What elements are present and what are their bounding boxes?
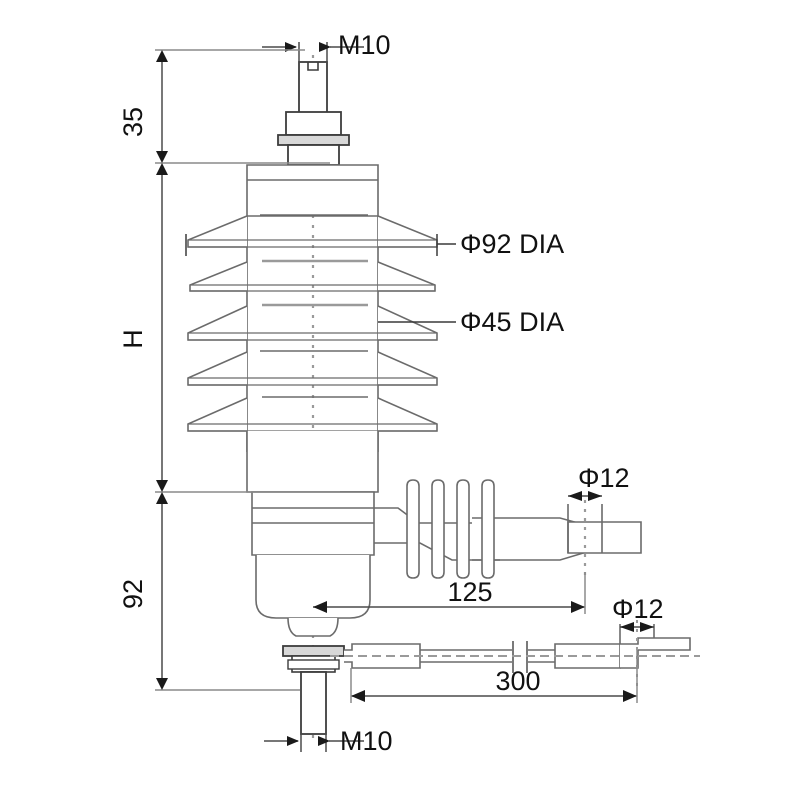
shed-major-dia-label: Φ92 DIA [460, 229, 564, 259]
bottom-terminal-stud [282, 645, 345, 735]
shed-minor-dia-label: Φ45 DIA [460, 307, 564, 337]
insulator-height-label: H [118, 329, 148, 349]
bottom-thread-label: M10 [340, 726, 393, 756]
bracket-length-label: 300 [495, 666, 540, 696]
top-thread-label: M10 [338, 30, 391, 60]
lower-height-label: 92 [118, 579, 148, 609]
arm-length-label: 125 [447, 577, 492, 607]
bracket-hole-dia-label: Φ12 [612, 594, 664, 624]
side-arm [406, 479, 642, 579]
top-terminal-stud [277, 61, 350, 166]
dimension-labels: M10 35 H Φ92 DIA Φ45 DIA Φ12 125 Φ12 92 … [118, 30, 664, 756]
insulator-housing [187, 164, 438, 493]
dimension-lines [155, 42, 654, 752]
arm-hole-dia-label: Φ12 [578, 463, 630, 493]
lower-base-body [251, 491, 500, 637]
top-height-label: 35 [118, 107, 148, 137]
